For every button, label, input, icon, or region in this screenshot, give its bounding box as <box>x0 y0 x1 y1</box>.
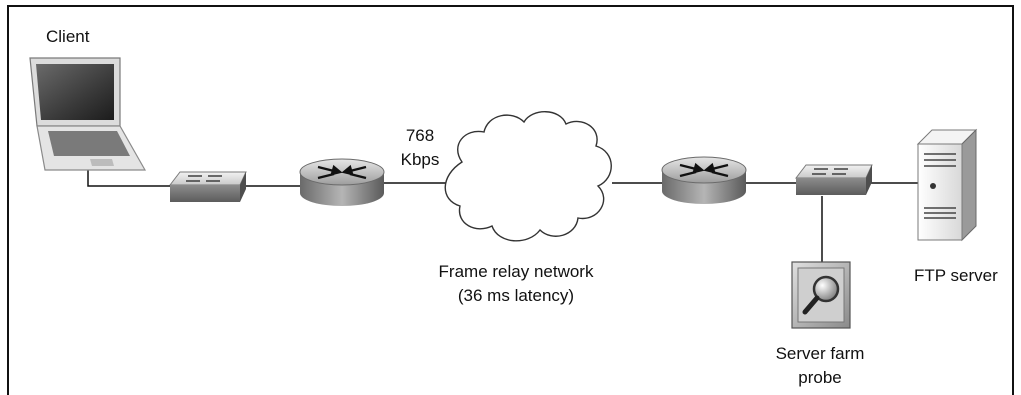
ftp-server-label: FTP server <box>914 266 998 285</box>
router-icon-client-side <box>299 158 385 206</box>
link-speed-unit: Kbps <box>400 150 440 169</box>
cloud-icon <box>444 111 612 242</box>
probe-label: Server farm <box>775 344 865 363</box>
cloud-latency-label: (36 ms latency) <box>457 286 575 305</box>
switch-icon-client-side <box>168 171 247 202</box>
magnifier-probe-icon <box>791 261 851 329</box>
client-label: Client <box>46 27 90 46</box>
connection-lines <box>87 163 918 262</box>
probe-label-line2: probe <box>798 368 842 387</box>
frame-border <box>7 5 1014 395</box>
link-speed-value: 768 <box>405 126 435 145</box>
cloud-label: Frame relay network <box>438 262 594 281</box>
laptop-icon <box>29 57 147 171</box>
tower-server-icon <box>916 128 978 242</box>
router-icon-server-side <box>661 156 747 204</box>
switch-icon-server-side <box>794 164 873 195</box>
link-client-switch <box>87 163 170 187</box>
